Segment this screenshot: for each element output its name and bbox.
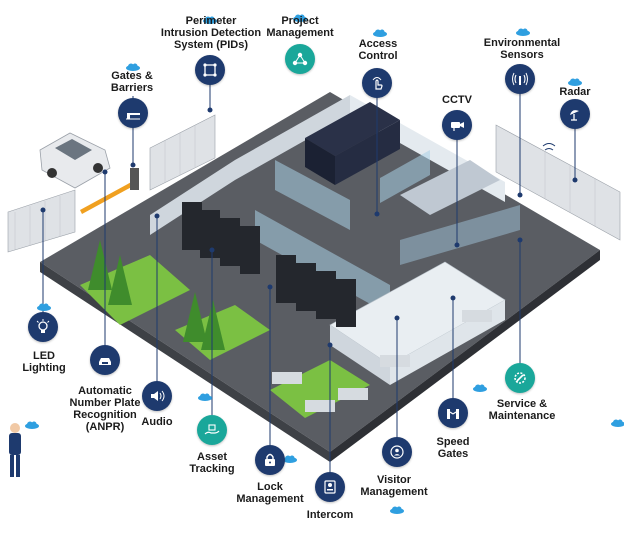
label-service-maintenance: Service & Maintenance xyxy=(488,398,556,422)
visitor-badge-icon xyxy=(382,437,412,467)
cloud-icon xyxy=(473,379,487,392)
asset-hand-icon xyxy=(197,415,227,445)
intercom-icon xyxy=(315,472,345,502)
speed-gate-icon xyxy=(438,398,468,428)
radar-dish-icon xyxy=(560,99,590,129)
cloud-icon xyxy=(126,58,140,71)
label-environmental-sensors: Environmental Sensors xyxy=(483,37,561,61)
label-project-management: Project Management xyxy=(266,15,334,39)
padlock-icon xyxy=(255,445,285,475)
building xyxy=(150,95,520,385)
cloud-icon xyxy=(293,9,307,22)
label-pids: Perimeter Intrusion Detection System (PI… xyxy=(160,15,262,51)
cloud-icon xyxy=(373,24,387,37)
cloud-icon xyxy=(37,298,51,311)
server-racks xyxy=(182,202,356,327)
barrier-icon xyxy=(118,98,148,128)
label-gates-barriers: Gates & Barriers xyxy=(110,70,154,94)
label-lock-management: Lock Management xyxy=(236,481,304,505)
cloud-icon xyxy=(611,414,624,427)
trees xyxy=(88,240,225,350)
label-visitor-management: Visitor Management xyxy=(360,474,428,498)
cloud-icon xyxy=(568,73,582,86)
barrier-post xyxy=(130,168,139,190)
grass-mid xyxy=(175,305,270,360)
fence-right xyxy=(495,124,621,241)
grass-front xyxy=(270,360,370,418)
cloud-icon xyxy=(283,450,297,463)
car-plate-icon xyxy=(90,345,120,375)
label-access-control: Access Control xyxy=(358,38,398,62)
hand-tap-icon xyxy=(362,68,392,98)
cloud-icon xyxy=(390,501,404,514)
cloud-icon xyxy=(203,11,217,24)
label-audio: Audio xyxy=(141,416,173,428)
leader-lines xyxy=(42,84,576,472)
car xyxy=(39,132,111,189)
label-speed-gates: Speed Gates xyxy=(436,436,470,460)
perimeter-square-icon xyxy=(195,55,225,85)
camera-icon xyxy=(442,110,472,140)
barrier-arm xyxy=(80,180,137,214)
wifi-icon xyxy=(542,143,556,151)
light-bulb-icon xyxy=(28,312,58,342)
label-cctv: CCTV xyxy=(442,94,472,106)
project-network-icon xyxy=(285,44,315,74)
label-anpr: Automatic Number Plate Recognition (ANPR… xyxy=(69,385,141,433)
cloud-icon xyxy=(516,23,530,36)
security-guard xyxy=(9,423,21,477)
speaker-icon xyxy=(142,381,172,411)
wrench-gear-icon xyxy=(505,363,535,393)
label-led-lighting: LED Lighting xyxy=(22,350,66,374)
label-radar: Radar xyxy=(559,86,591,98)
planters xyxy=(272,310,492,412)
label-intercom: Intercom xyxy=(306,509,354,521)
label-asset-tracking: Asset Tracking xyxy=(189,451,235,475)
grass-left xyxy=(80,255,190,325)
cloud-icon xyxy=(198,388,212,401)
sensor-waves-icon xyxy=(505,64,535,94)
cloud-icon xyxy=(25,416,39,429)
fence-left xyxy=(7,114,216,253)
